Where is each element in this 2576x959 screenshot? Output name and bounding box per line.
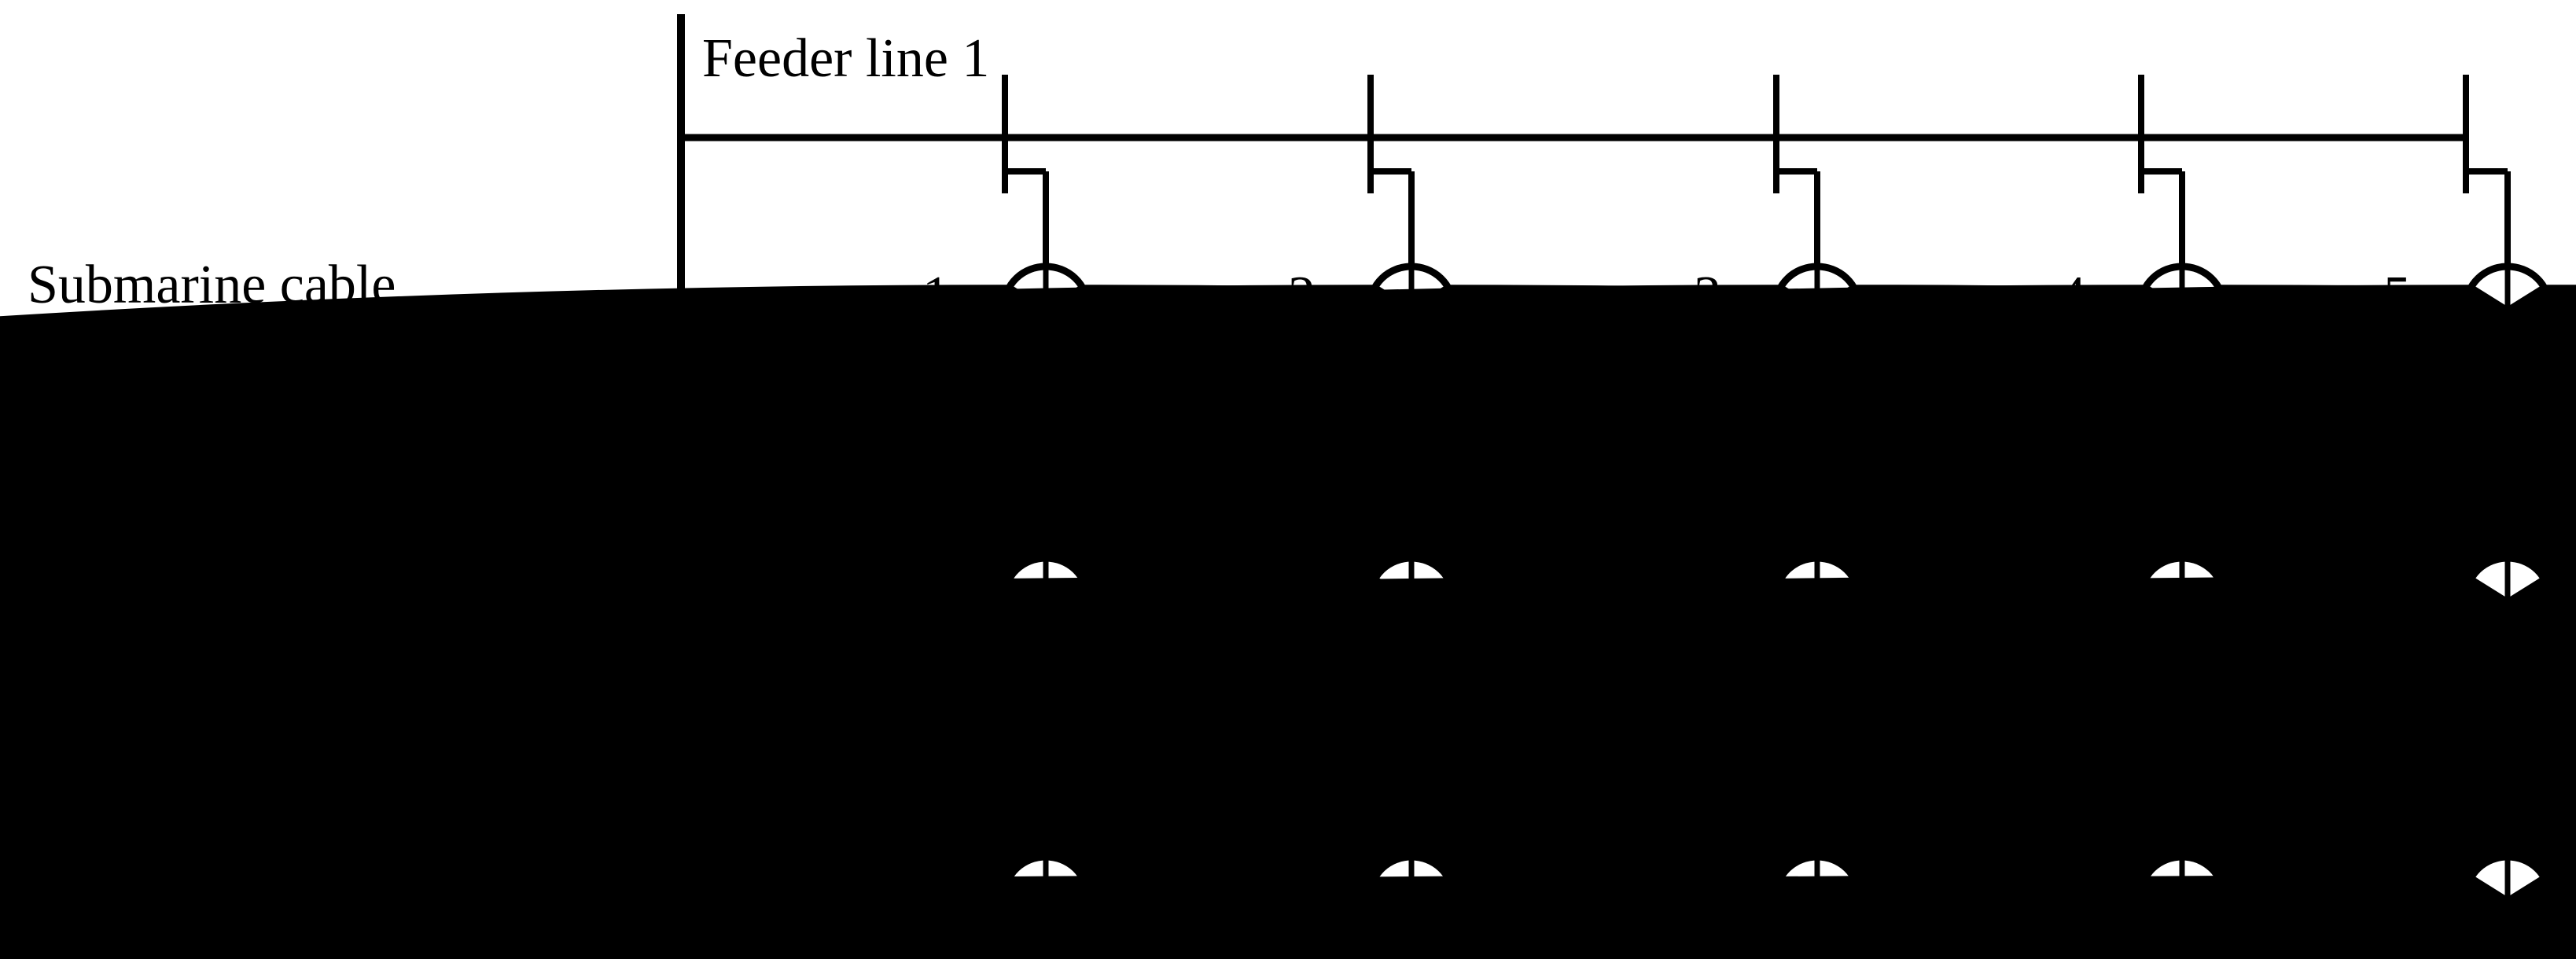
feeder-line-label: Feeder line 1 (702, 28, 989, 89)
turbine-unit: 15 (0, 649, 2576, 959)
feeder-line-label: Feeder line 3 (702, 616, 989, 677)
turbine-number: 15 (2356, 856, 2411, 917)
feeder-lines-group: Feeder line 112345Feeder line 2678910Fee… (0, 28, 2576, 959)
feeder-line-1: Feeder line 112345 (0, 28, 2576, 959)
turbine-right-sector (2508, 875, 2576, 959)
turbine-left-sector (0, 875, 2508, 959)
turbine-left-sector (0, 576, 2508, 959)
feeder-line-3: Feeder line 31112131415 (0, 616, 2576, 959)
feeder-line-label: Feeder line 2 (702, 336, 989, 397)
turbine-number: 5 (2383, 266, 2411, 326)
turbine-unit: 5 (0, 75, 2576, 959)
turbine-number: 10 (2356, 557, 2411, 618)
